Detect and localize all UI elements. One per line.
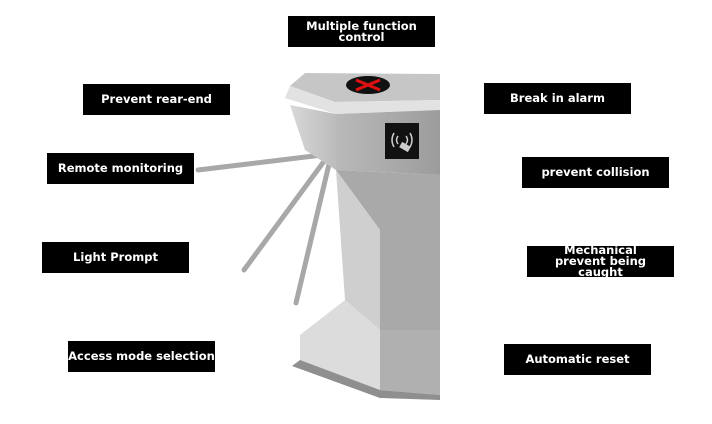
label-remote-monitoring: Remote monitoring <box>47 153 194 184</box>
label-multiple-function-control: Multiple function control <box>288 16 435 47</box>
rfid-reader-icon <box>385 123 419 159</box>
label-prevent-rear-end: Prevent rear-end <box>83 84 230 115</box>
red-x-indicator-icon <box>346 76 390 94</box>
label-automatic-reset: Automatic reset <box>504 344 651 375</box>
label-mechanical-prevent-being-caught: Mechanical prevent being caught <box>527 244 674 278</box>
label-break-in-alarm: Break in alarm <box>484 83 631 114</box>
label-light-prompt: Light Prompt <box>42 242 189 273</box>
turnstile-arms <box>195 152 333 306</box>
label-prevent-collision: prevent collision <box>522 157 669 188</box>
label-access-mode-selection: Access mode selection <box>68 341 215 372</box>
